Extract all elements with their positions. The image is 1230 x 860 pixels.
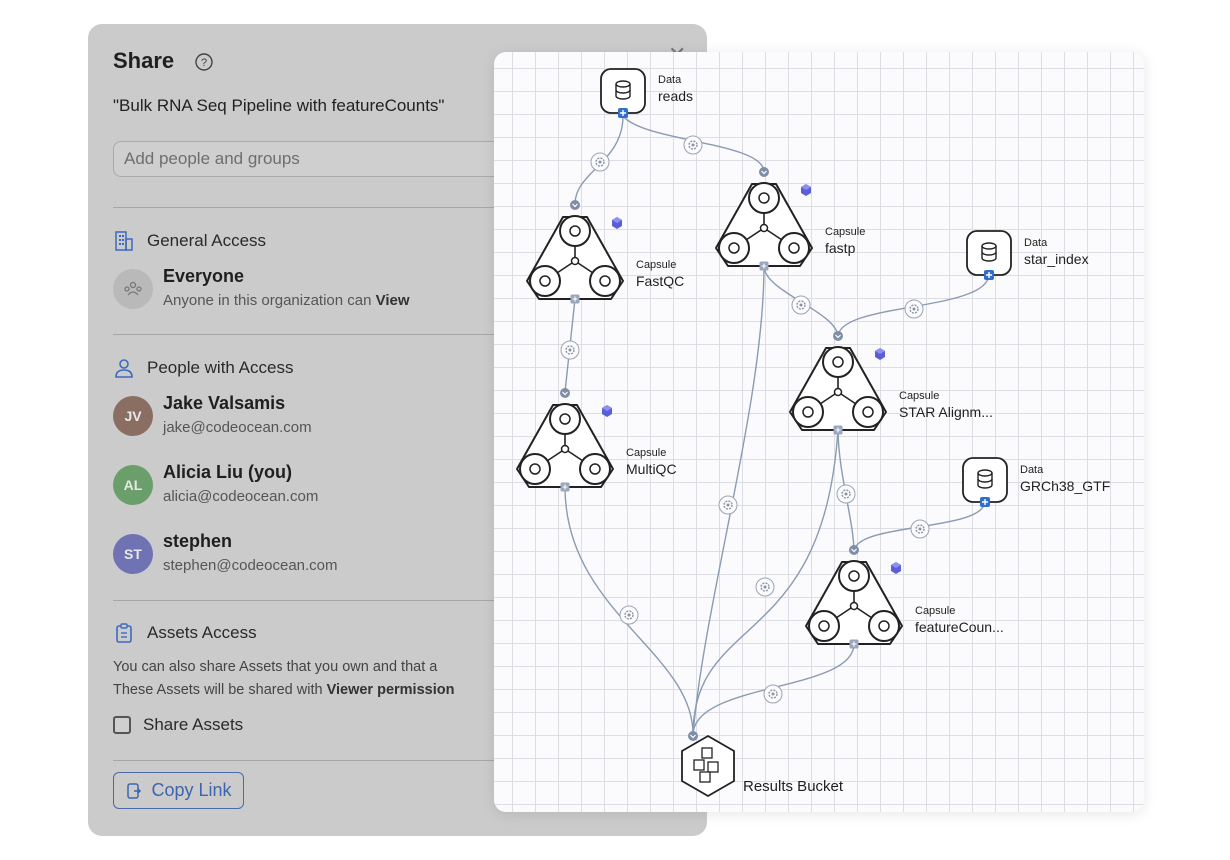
people-heading-label: People with Access xyxy=(147,358,294,377)
avatar: AL xyxy=(113,465,153,505)
people-heading: People with Access xyxy=(113,357,293,379)
connector-gear[interactable] xyxy=(755,577,775,597)
connector-gear[interactable] xyxy=(718,495,738,515)
connector-gear[interactable] xyxy=(560,340,580,360)
connector-gear[interactable] xyxy=(763,684,783,704)
divider xyxy=(113,207,513,208)
dialog-title: Share xyxy=(113,48,175,73)
building-icon xyxy=(115,231,133,251)
capsule-node-star[interactable] xyxy=(789,330,887,436)
copy-link-label: Copy Link xyxy=(151,780,232,800)
connector-gear[interactable] xyxy=(619,605,639,625)
person-name: stephen xyxy=(163,531,233,551)
share-assets-label: Share Assets xyxy=(143,715,244,734)
capsule-node-fastqc[interactable] xyxy=(526,199,624,305)
connector-gear[interactable] xyxy=(904,299,924,319)
assets-description: You can also share Assets that you own a… xyxy=(113,659,455,698)
person-email: alicia@codeocean.com xyxy=(163,488,319,505)
everyone-desc: Anyone in this organization can View xyxy=(163,292,410,309)
copy-link-icon xyxy=(127,782,142,799)
connector-gear[interactable] xyxy=(836,484,856,504)
person-name: Jake Valsamis xyxy=(163,393,286,413)
checkbox[interactable] xyxy=(113,716,131,734)
pipeline-title: "Bulk RNA Seq Pipeline with featureCount… xyxy=(113,96,445,115)
person-email: jake@codeocean.com xyxy=(163,419,312,436)
share-assets-checkbox[interactable]: Share Assets xyxy=(113,715,243,735)
data-node-reads[interactable] xyxy=(600,68,646,119)
pipeline-connections xyxy=(516,68,1012,798)
assets-heading: Assets Access xyxy=(113,622,257,644)
divider xyxy=(113,334,513,335)
group-icon xyxy=(124,281,142,296)
clipboard-icon xyxy=(116,623,132,643)
connector-gear[interactable] xyxy=(683,135,703,155)
person-email: stephen@codeocean.com xyxy=(163,557,338,574)
group-avatar xyxy=(113,269,153,309)
help-icon[interactable]: ? xyxy=(194,52,214,77)
capsule-node-featurecounts[interactable] xyxy=(805,544,903,650)
everyone-name: Everyone xyxy=(163,266,245,286)
connector-gear[interactable] xyxy=(910,519,930,539)
results-bucket-node[interactable] xyxy=(681,730,735,798)
person-icon xyxy=(115,359,133,378)
person-name: Alicia Liu (you) xyxy=(163,462,293,482)
data-node-grch38-gtf[interactable] xyxy=(962,457,1008,508)
capsule-node-fastp[interactable] xyxy=(715,166,813,272)
general-access-heading: General Access xyxy=(113,230,266,252)
connector-gear[interactable] xyxy=(791,295,811,315)
node-label-results: Results Bucket xyxy=(743,778,844,795)
divider xyxy=(113,760,513,761)
avatar: JV xyxy=(113,396,153,436)
capsule-node-multiqc[interactable] xyxy=(516,387,614,493)
assets-heading-label: Assets Access xyxy=(147,623,257,642)
svg-text:?: ? xyxy=(201,57,207,69)
connector-gear[interactable] xyxy=(590,152,610,172)
avatar: ST xyxy=(113,534,153,574)
divider xyxy=(113,600,513,601)
data-node-star-index[interactable] xyxy=(966,230,1012,281)
copy-link-button[interactable]: Copy Link xyxy=(113,772,244,809)
permission-level[interactable]: View xyxy=(375,292,410,309)
general-access-label: General Access xyxy=(147,231,267,250)
